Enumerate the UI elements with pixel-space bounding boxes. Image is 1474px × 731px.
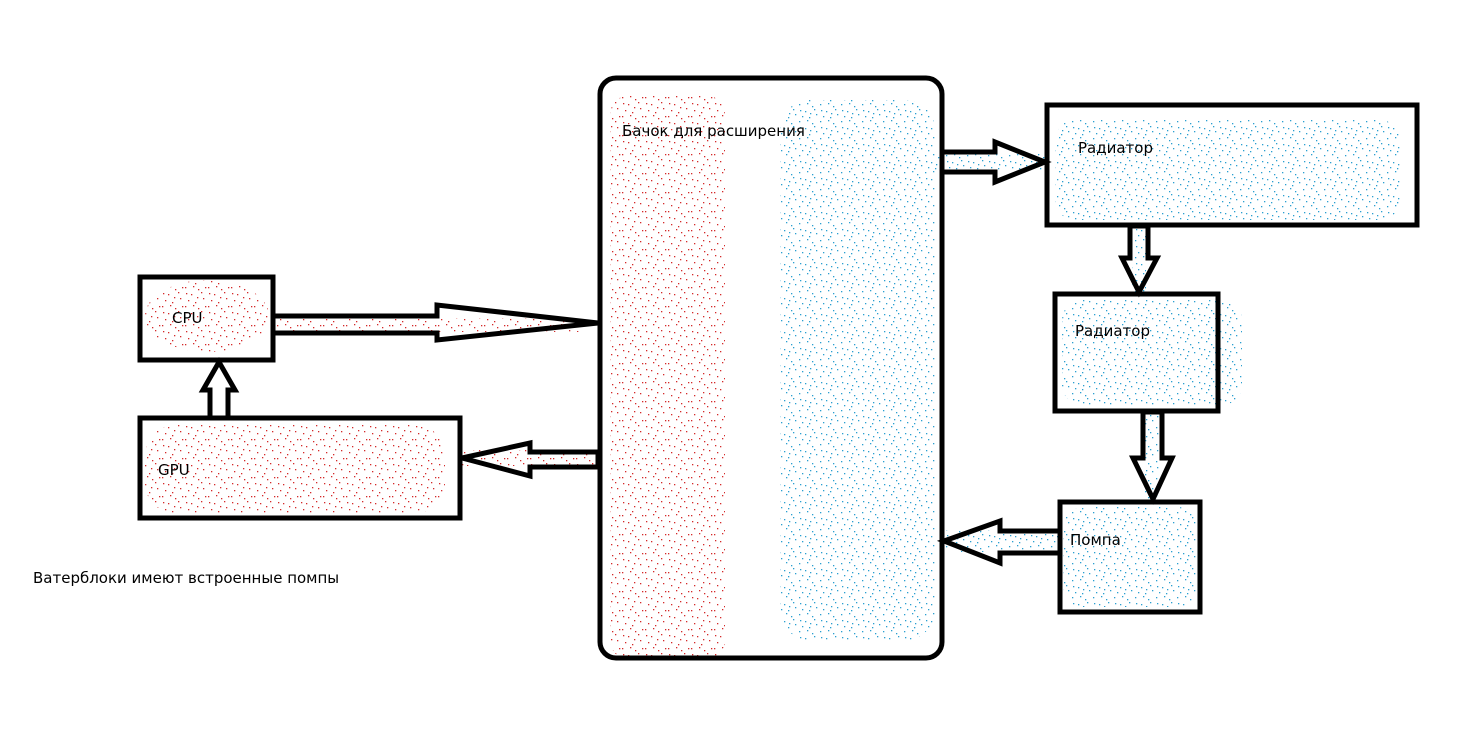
arrow-pump-to-tank [936,517,1063,567]
expansion-tank-label: Бачок для расширения [622,122,805,140]
radiator-2-label: Радиатор [1075,322,1150,340]
cold-coolant-spray [780,100,1400,640]
hot-coolant-spray [145,95,725,660]
cpu-label: CPU [172,309,203,327]
arrow-tank-to-gpu [461,439,601,480]
arrow-radiator-1-to-radiator-2 [1117,223,1162,298]
gpu-label: GPU [158,461,190,479]
arrow-cpu-to-tank [270,302,599,343]
gpu-box [137,415,463,521]
expansion-tank-box [597,75,945,661]
arrow-gpu-to-cpu [198,356,240,421]
arrow-tank-to-radiator-1 [939,138,1052,186]
pump-box [1057,499,1203,615]
pump-label: Помпа [1070,531,1121,549]
radiator-2-box [1052,291,1221,414]
radiator-1-box [1044,102,1420,228]
radiator-1-label: Радиатор [1078,139,1153,157]
note-text: Ватерблоки имеют встроенные помпы [33,569,339,587]
arrow-radiator-2-to-pump [1128,409,1176,505]
